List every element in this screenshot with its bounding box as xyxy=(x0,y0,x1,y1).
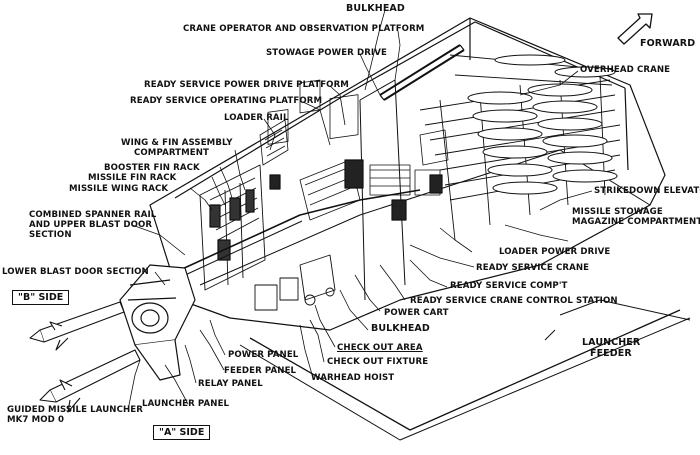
label-bulkhead-bottom: BULKHEAD xyxy=(371,323,430,334)
label-guided-missile-launcher: GUIDED MISSILE LAUNCHER xyxy=(7,405,143,415)
label-wing-fin-compartment: COMPARTMENT xyxy=(134,148,209,158)
label-lower-blast-door-section: LOWER BLAST DOOR SECTION xyxy=(2,267,149,277)
stowed-missiles xyxy=(467,54,618,195)
label-booster-fin-rack: BOOSTER FIN RACK xyxy=(104,163,200,173)
label-ready-service-compt: READY SERVICE COMP'T xyxy=(450,281,568,291)
label-feeder-panel: FEEDER PANEL xyxy=(224,366,297,376)
label-relay-panel: RELAY PANEL xyxy=(198,379,263,389)
label-check-out-fixture: CHECK OUT FIXTURE xyxy=(327,357,429,367)
label-section: SECTION xyxy=(29,230,72,240)
label-ready-service-crane-control-station: READY SERVICE CRANE CONTROL STATION xyxy=(410,296,618,306)
label-warhead-hoist: WARHEAD HOIST xyxy=(311,373,395,383)
label-launcher: LAUNCHER xyxy=(582,337,641,348)
label-upper-blast-door: AND UPPER BLAST DOOR xyxy=(29,220,153,230)
label-ready-service-operating-platform: READY SERVICE OPERATING PLATFORM xyxy=(130,96,323,106)
label-stowage-power-drive: STOWAGE POWER DRIVE xyxy=(266,48,387,58)
label-wing-fin-assembly: WING & FIN ASSEMBLY xyxy=(121,138,233,148)
control-cabinets xyxy=(269,159,443,221)
label-crane-operator-platform: CRANE OPERATOR AND OBSERVATION PLATFORM xyxy=(183,24,425,34)
label-loader-rail: LOADER RAIL xyxy=(224,113,289,123)
label-bulkhead-top: BULKHEAD xyxy=(346,3,405,14)
forward-arrow xyxy=(617,13,653,45)
panels xyxy=(254,254,336,311)
launcher-base-plate xyxy=(249,309,681,431)
label-overhead-crane: OVERHEAD CRANE xyxy=(580,65,671,75)
fin-racks xyxy=(209,189,255,261)
label-missile-fin-rack: MISSILE FIN RACK xyxy=(88,173,177,183)
label-power-cart: POWER CART xyxy=(384,308,449,318)
label-feeder: FEEDER xyxy=(590,348,632,359)
overhead-crane-beam xyxy=(379,44,465,101)
loader-rail xyxy=(179,189,421,271)
label-ready-service-crane: READY SERVICE CRANE xyxy=(476,263,590,273)
label-launcher-panel: LAUNCHER PANEL xyxy=(142,399,230,409)
launcher-missiles xyxy=(29,301,141,413)
label-loader-power-drive: LOADER POWER DRIVE xyxy=(499,247,611,257)
launcher-head xyxy=(119,264,196,381)
label-power-panel: POWER PANEL xyxy=(228,350,299,360)
top-deck-edge xyxy=(174,21,626,199)
hull-outline xyxy=(149,17,666,331)
leader-lines xyxy=(127,9,593,411)
label-forward: FORWARD xyxy=(640,38,696,49)
a-side-box: "A" SIDE xyxy=(153,425,211,440)
ready-service-area xyxy=(259,79,449,221)
bulkhead-wall xyxy=(359,79,406,301)
label-mk7-mod-0: MK7 MOD 0 xyxy=(7,415,65,425)
label-combined-spanner-rail: COMBINED SPANNER RAIL xyxy=(29,210,157,220)
label-check-out-area: CHECK OUT AREA xyxy=(337,343,423,353)
label-strikedown-elevator: STRIKEDOWN ELEVATOR xyxy=(594,186,700,196)
b-side-box: "B" SIDE xyxy=(12,290,70,305)
label-ready-service-power-drive-platform: READY SERVICE POWER DRIVE PLATFORM xyxy=(144,80,349,90)
label-missile-wing-rack: MISSILE WING RACK xyxy=(69,184,169,194)
label-missile-stowage: MISSILE STOWAGE xyxy=(572,207,663,217)
label-magazine-compartment: MAGAZINE COMPARTMENT xyxy=(572,217,700,227)
